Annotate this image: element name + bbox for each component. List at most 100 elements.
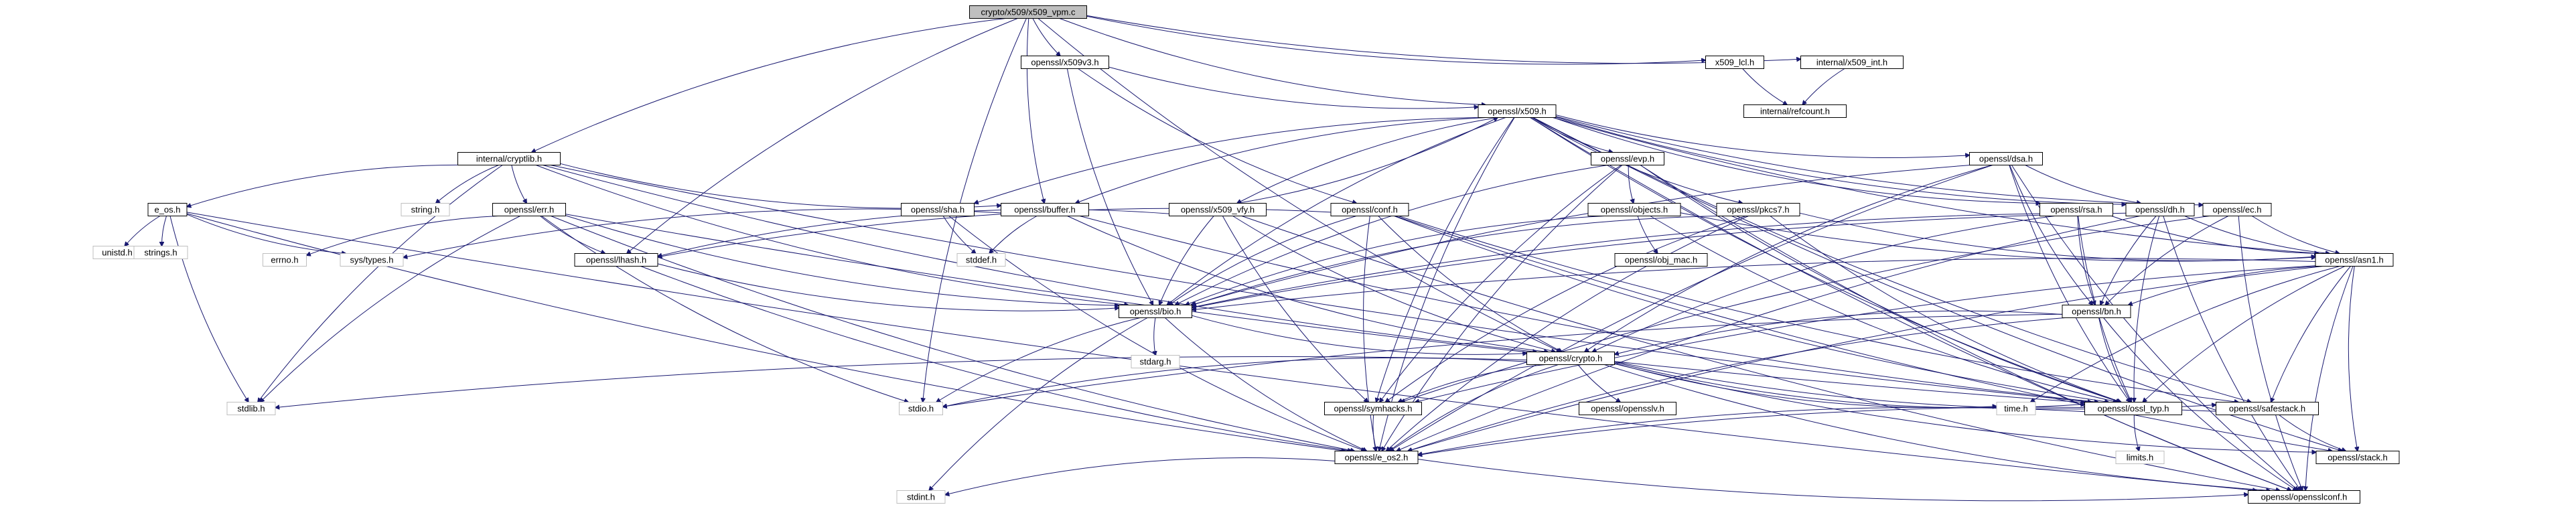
node-safestack[interactable]: openssl/safestack.h	[2216, 402, 2319, 415]
node-sha[interactable]: openssl/sha.h	[901, 203, 975, 216]
node-refcount[interactable]: internal/refcount.h	[1743, 104, 1847, 118]
edge-e-os-to-systypes	[186, 214, 346, 253]
edge-asn1-to-bio	[1192, 258, 2316, 310]
node-box	[1800, 56, 1904, 69]
node-label: openssl/buffer.h	[1014, 205, 1076, 215]
node-bio[interactable]: openssl/bio.h	[1119, 305, 1192, 318]
edge-dh-to-opensslconf	[2163, 216, 2301, 491]
edge-conf-to-stack	[1394, 216, 2332, 451]
edge-pkcs7-to-ossl-typ	[1770, 216, 2121, 402]
node-conf[interactable]: openssl/conf.h	[1330, 203, 1409, 216]
node-label: openssl/ec.h	[2213, 205, 2262, 215]
node-rsa[interactable]: openssl/rsa.h	[2040, 203, 2113, 216]
node-label: openssl/safestack.h	[2229, 404, 2305, 414]
node-label: openssl/dh.h	[2135, 205, 2185, 215]
node-label: e_os.h	[154, 205, 180, 215]
node-symhacks[interactable]: openssl/symhacks.h	[1324, 402, 1422, 415]
node-x509[interactable]: openssl/x509.h	[1478, 104, 1557, 118]
edge-e-os-to-stdlib	[169, 216, 248, 402]
edge-asn1-to-opensslconf	[2305, 266, 2354, 491]
edge-bn-to-ossl-typ	[2098, 317, 2131, 402]
node-stack[interactable]: openssl/stack.h	[2315, 451, 2400, 464]
node-bn[interactable]: openssl/bn.h	[2062, 305, 2131, 318]
node-box	[1969, 152, 2043, 165]
node-obj-mac[interactable]: openssl/obj_mac.h	[1614, 253, 1708, 267]
edge-x509-to-dh	[1555, 117, 2126, 204]
node-label: openssl/stack.h	[2328, 453, 2388, 463]
node-dh[interactable]: openssl/dh.h	[2125, 203, 2195, 216]
node-x509-vfy[interactable]: openssl/x509_vfy.h	[1169, 203, 1267, 216]
edge-buffer-to-crypto	[1067, 216, 1549, 352]
node-x509-lcl[interactable]: x509_lcl.h	[1705, 56, 1764, 69]
node-evp[interactable]: openssl/evp.h	[1591, 152, 1664, 165]
edge-asn1-to-safestack	[2271, 266, 2351, 402]
edge-symhacks-to-e-os2	[1373, 415, 1376, 451]
edge-x509-to-x509-vfy	[1237, 117, 1498, 204]
node-dsa[interactable]: openssl/dsa.h	[1969, 152, 2043, 165]
edge-e-os-to-e-os2	[186, 213, 1346, 451]
node-e-os2[interactable]: openssl/e_os2.h	[1334, 451, 1419, 464]
edge-ec-to-bn	[2105, 216, 2229, 305]
node-label: openssl/err.h	[504, 205, 554, 215]
edge-bio-to-stdarg	[1154, 317, 1155, 356]
edge-x509-int-to-refcount	[1802, 68, 1845, 105]
node-label: stdint.h	[907, 492, 935, 502]
node-e-os[interactable]: e_os.h	[147, 203, 188, 216]
node-box	[1587, 203, 1681, 216]
node-box	[1743, 104, 1847, 118]
edge-asn1-to-stack	[2348, 266, 2357, 451]
node-asn1[interactable]: openssl/asn1.h	[2315, 253, 2394, 267]
edge-evp-to-ossl-typ	[1640, 165, 2121, 402]
edge-x509-vfy-to-crypto	[1232, 216, 1556, 352]
edge-objects-to-bio	[1186, 216, 1605, 305]
node-box	[1334, 451, 1419, 464]
node-crypto[interactable]: openssl/crypto.h	[1526, 352, 1615, 365]
node-unistd: unistd.h	[92, 246, 142, 259]
edge-x509-to-asn1	[1553, 117, 2319, 254]
edge-cryptlib-to-e-os	[187, 164, 467, 206]
node-box	[2125, 203, 2195, 216]
node-label: openssl/conf.h	[1342, 205, 1398, 215]
node-lhash[interactable]: openssl/lhash.h	[574, 253, 658, 267]
edge-crypto-to-stdio	[943, 357, 1527, 407]
node-objects[interactable]: openssl/objects.h	[1587, 203, 1681, 216]
node-label: openssl/x509v3.h	[1031, 58, 1098, 68]
node-x509v3[interactable]: openssl/x509v3.h	[1021, 56, 1109, 69]
node-ec[interactable]: openssl/ec.h	[2202, 203, 2272, 216]
edge-err-to-lhash	[540, 216, 605, 254]
edge-objects-to-ossl-typ	[1650, 216, 2117, 402]
node-label: openssl/opensslv.h	[1591, 404, 1664, 414]
edge-objects-to-obj-mac	[1637, 216, 1658, 254]
node-pkcs7[interactable]: openssl/pkcs7.h	[1716, 203, 1800, 216]
node-label: crypto/x509/x509_vpm.c	[981, 7, 1076, 17]
node-label: openssl/lhash.h	[586, 255, 646, 265]
edge-pkcs7-to-e-os2	[1386, 216, 1749, 451]
node-opensslconf[interactable]: openssl/opensslconf.h	[2248, 490, 2360, 504]
edge-dsa-to-bio	[1191, 165, 1971, 305]
node-label: openssl/x509_vfy.h	[1181, 205, 1255, 215]
node-label: string.h	[411, 205, 440, 215]
edge-crypto-to-stdlib	[275, 356, 1527, 408]
node-box	[147, 203, 188, 216]
edge-bn-to-e-os2	[1408, 317, 2066, 451]
node-ossl-typ[interactable]: openssl/ossl_typ.h	[2084, 402, 2182, 415]
node-box	[1330, 203, 1409, 216]
node-label: unistd.h	[102, 248, 133, 258]
node-box	[901, 203, 975, 216]
node-label: openssl/e_os2.h	[1345, 453, 1409, 463]
node-err[interactable]: openssl/err.h	[492, 203, 566, 216]
edge-cryptlib-to-bio	[536, 165, 1129, 305]
node-label: stdlib.h	[237, 404, 265, 414]
edge-bn-to-crypto	[1615, 310, 2063, 354]
edge-x509-to-rsa	[1553, 117, 2040, 204]
node-box	[2315, 253, 2394, 267]
edge-cryptlib-to-ossl-typ	[550, 165, 2092, 402]
edge-dh-to-bio	[1192, 212, 2127, 307]
node-opensslv[interactable]: openssl/opensslv.h	[1579, 402, 1676, 415]
node-cryptlib[interactable]: internal/cryptlib.h	[457, 152, 561, 165]
node-buffer[interactable]: openssl/buffer.h	[1001, 203, 1089, 216]
edge-crypto-to-e-os2	[1389, 364, 1559, 451]
node-root[interactable]: crypto/x509/x509_vpm.c	[969, 5, 1087, 19]
node-x509-int[interactable]: internal/x509_int.h	[1800, 56, 1904, 69]
node-box	[1324, 402, 1422, 415]
